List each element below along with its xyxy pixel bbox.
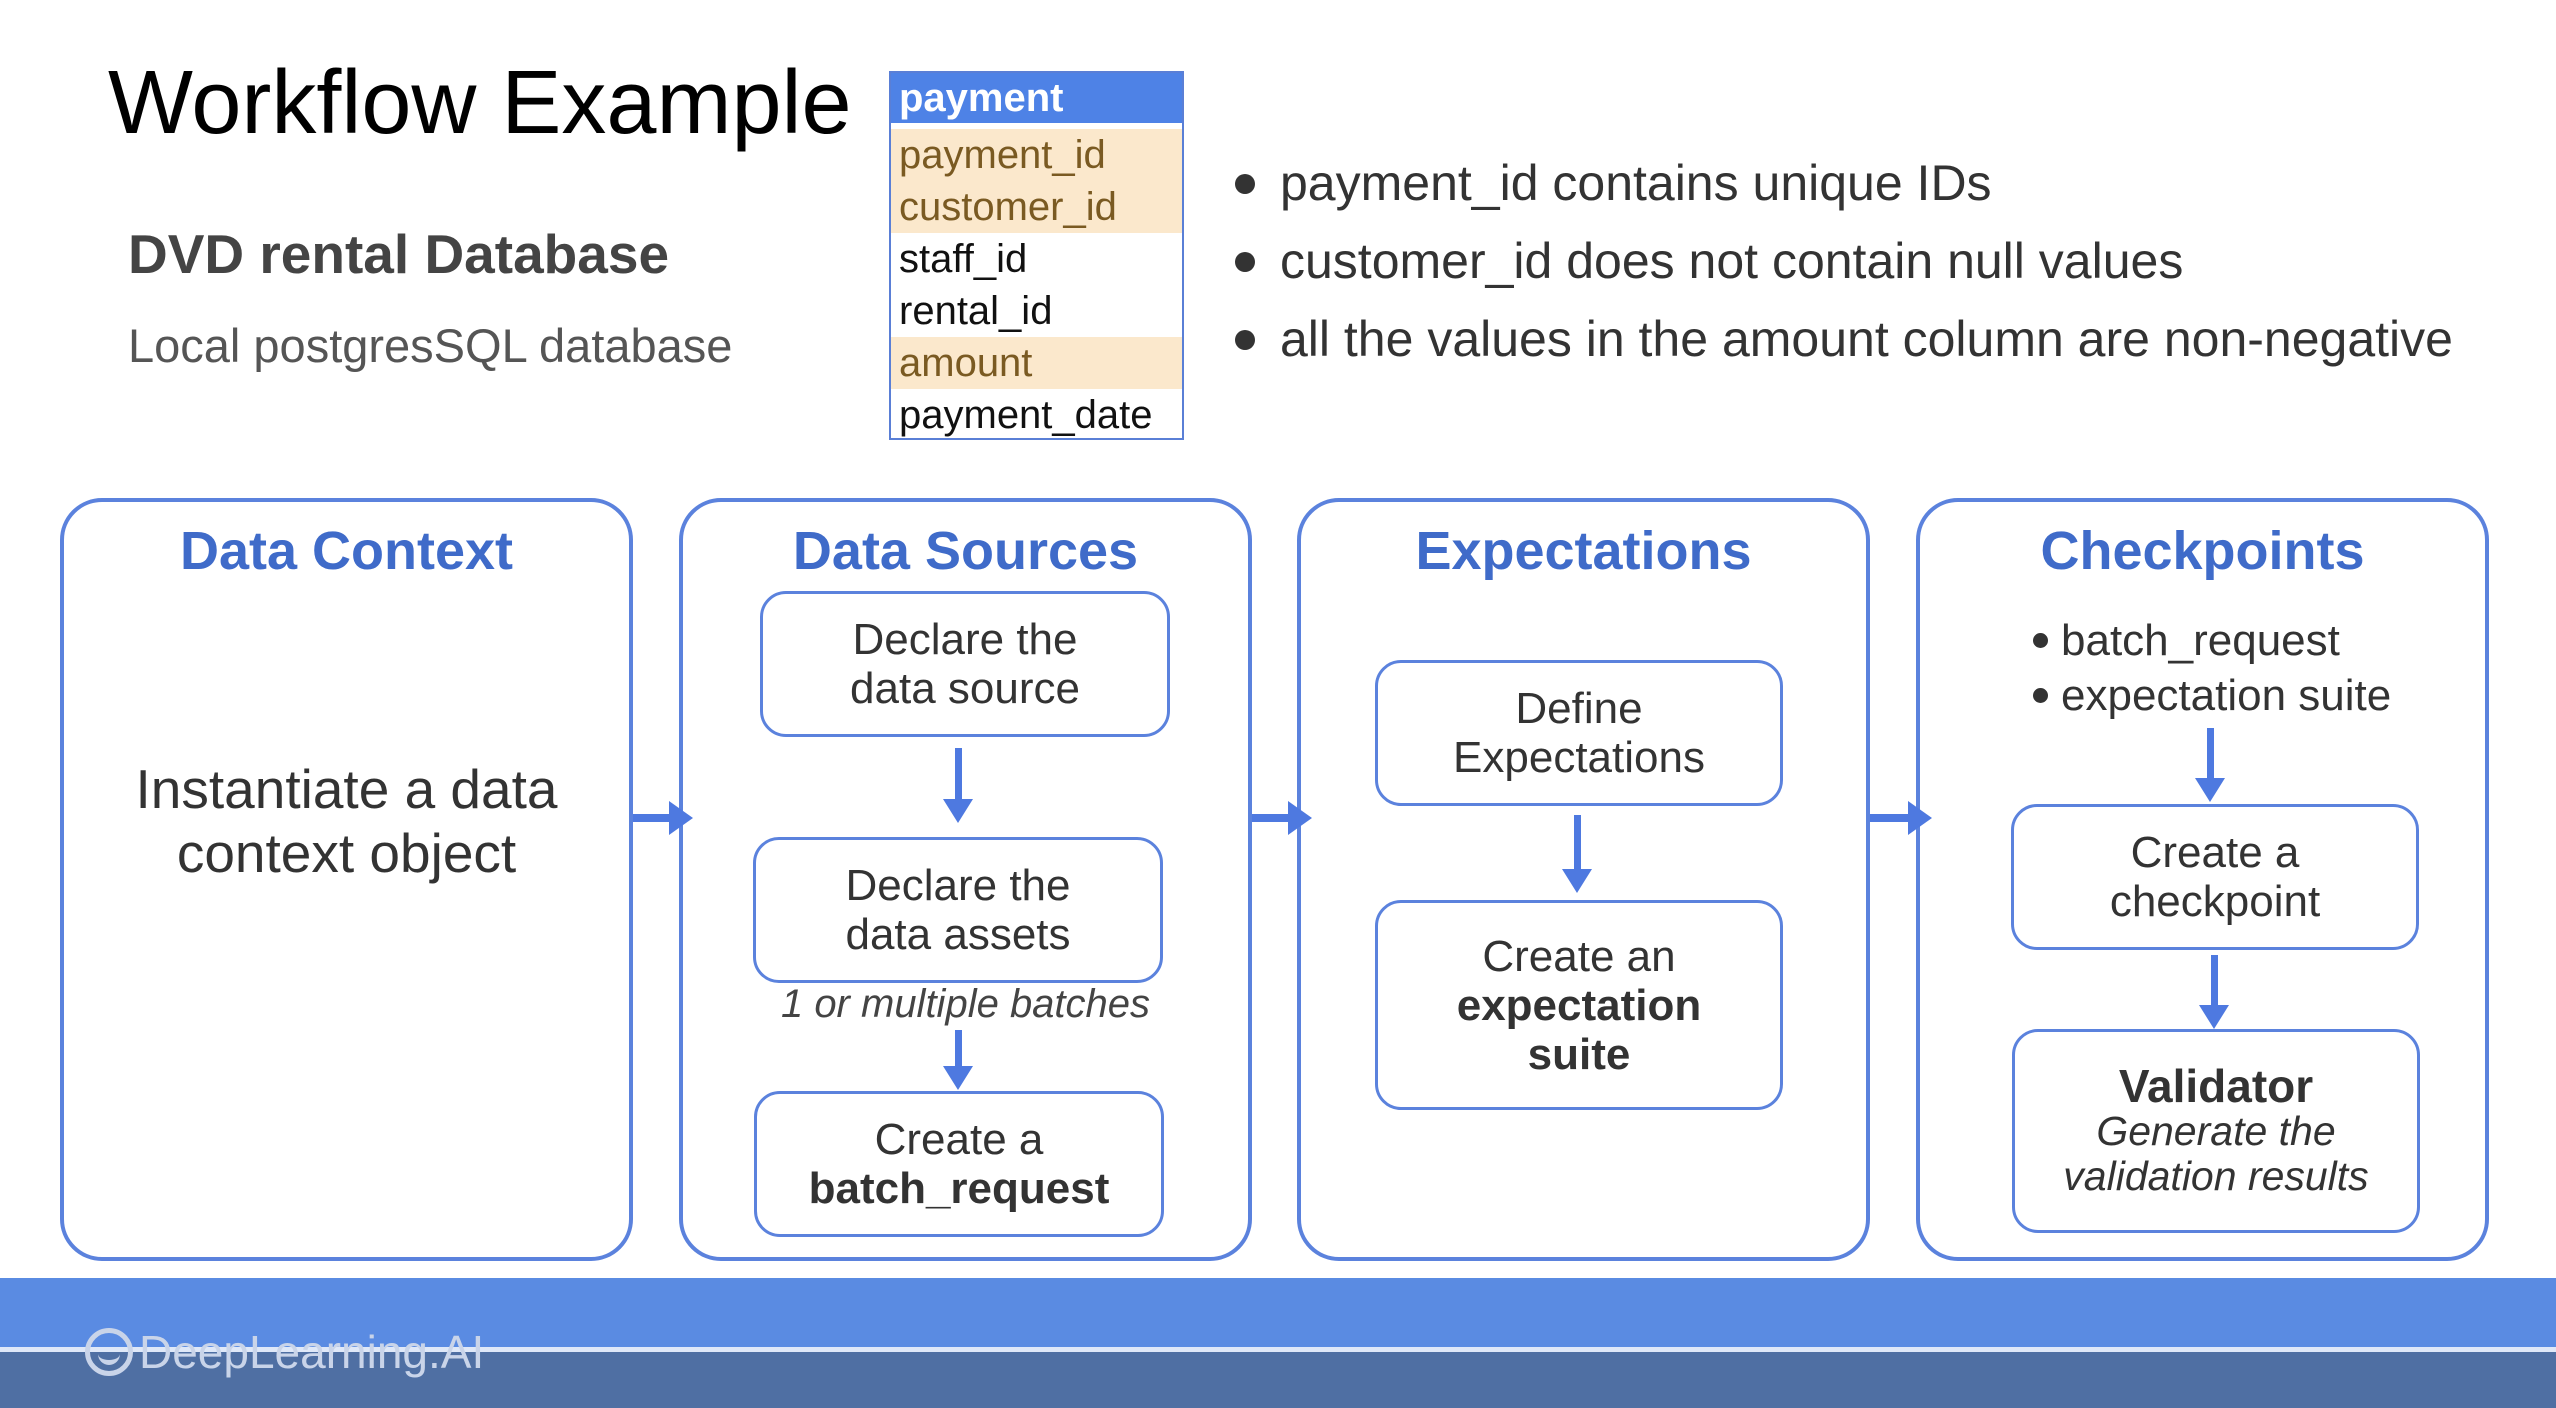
bullet-dot-icon (2033, 633, 2048, 648)
table-name: payment (891, 73, 1182, 123)
stage-title: Expectations (1415, 521, 1752, 581)
checkpoint-input-text: expectation suite (2061, 671, 2392, 720)
expectation-bullets: payment_id contains unique IDs customer_… (1230, 150, 2453, 384)
arrow-down-icon (943, 748, 973, 823)
bullet-text: all the values in the amount column are … (1280, 311, 2453, 367)
create-batch-request-box: Create a batch_request (754, 1091, 1164, 1237)
bullet-dot-icon (1235, 252, 1255, 272)
box-line: Define (1515, 684, 1643, 733)
database-description: Local postgresSQL database (128, 319, 733, 372)
checkpoint-input-item: expectation suite (2027, 668, 2391, 723)
box-line-italic: validation results (2063, 1152, 2369, 1199)
batches-note: 1 or multiple batches (780, 982, 1151, 1026)
box-line: Declare the (852, 615, 1078, 664)
box-line-bold: Validator (2118, 1059, 2314, 1112)
box-line: Create an (1482, 931, 1676, 981)
slide-title: Workflow Example (108, 53, 852, 153)
checkpoint-input-text: batch_request (2061, 616, 2340, 665)
stage-title: Data Sources (792, 521, 1139, 581)
box-line: data source (850, 664, 1080, 713)
create-expectation-suite-box: Create an expectation suite (1375, 900, 1783, 1110)
box-line: checkpoint (2109, 877, 2321, 926)
bullet-item: payment_id contains unique IDs (1230, 150, 2453, 228)
arrow-right-icon (1870, 801, 1932, 835)
box-line-italic: Generate the (2096, 1107, 2336, 1154)
stage-title: Data Context (179, 521, 514, 581)
footer-divider (0, 1347, 2556, 1352)
arrow-down-icon (943, 1030, 973, 1090)
footer-band (0, 1350, 2556, 1408)
table-column: rental_id (899, 289, 1053, 333)
create-checkpoint-box: Create a checkpoint (2011, 804, 2419, 950)
box-line: Create a (874, 1115, 1044, 1164)
box-line-bold: batch_request (808, 1164, 1110, 1213)
box-line: Expectations (1453, 733, 1705, 782)
bullet-dot-icon (1235, 330, 1255, 350)
box-line-bold: expectation (1456, 980, 1702, 1030)
arrow-down-icon (2195, 728, 2225, 802)
data-context-line: Instantiate a data (135, 758, 558, 820)
stage-data-context: Data Context Instantiate a data context … (60, 498, 633, 1261)
deeplearning-logo: DeepLearning.AI (85, 1325, 484, 1379)
bullet-text: payment_id contains unique IDs (1280, 155, 1992, 211)
declare-data-assets-box: Declare the data assets (753, 837, 1163, 983)
checkpoint-input-item: batch_request (2027, 613, 2391, 668)
bullet-item: all the values in the amount column are … (1230, 306, 2453, 384)
bullet-text: customer_id does not contain null values (1280, 233, 2184, 289)
define-expectations-box: Define Expectations (1375, 660, 1783, 806)
declare-data-source-box: Declare the data source (760, 591, 1170, 737)
logo-text: DeepLearning.AI (139, 1326, 485, 1378)
payment-table: payment payment_id customer_id staff_id … (889, 71, 1184, 440)
box-line: Create a (2130, 828, 2300, 877)
table-column: staff_id (899, 237, 1028, 281)
box-line: Declare the (845, 861, 1071, 910)
bullet-dot-icon (2033, 688, 2048, 703)
stage-title: Checkpoints (2040, 521, 2365, 581)
arrow-right-icon (633, 801, 693, 835)
arrow-down-icon (1562, 815, 1592, 893)
checkpoint-inputs: batch_request expectation suite (2027, 613, 2391, 723)
table-column: customer_id (891, 181, 1182, 233)
table-column: payment_date (899, 393, 1153, 437)
table-column: payment_id (891, 129, 1182, 181)
data-context-line: context object (176, 822, 517, 884)
arrow-down-icon (2199, 955, 2229, 1029)
table-column: amount (891, 337, 1182, 389)
box-line-bold: suite (1527, 1029, 1631, 1079)
validator-box: Validator Generate the validation result… (2012, 1029, 2420, 1233)
arrow-right-icon (1252, 801, 1312, 835)
bullet-dot-icon (1235, 174, 1255, 194)
database-name: DVD rental Database (128, 223, 670, 285)
data-context-text: Instantiate a data context object (64, 757, 629, 885)
box-line: data assets (845, 910, 1071, 959)
bullet-item: customer_id does not contain null values (1230, 228, 2453, 306)
deeplearning-logo-icon (85, 1328, 133, 1376)
